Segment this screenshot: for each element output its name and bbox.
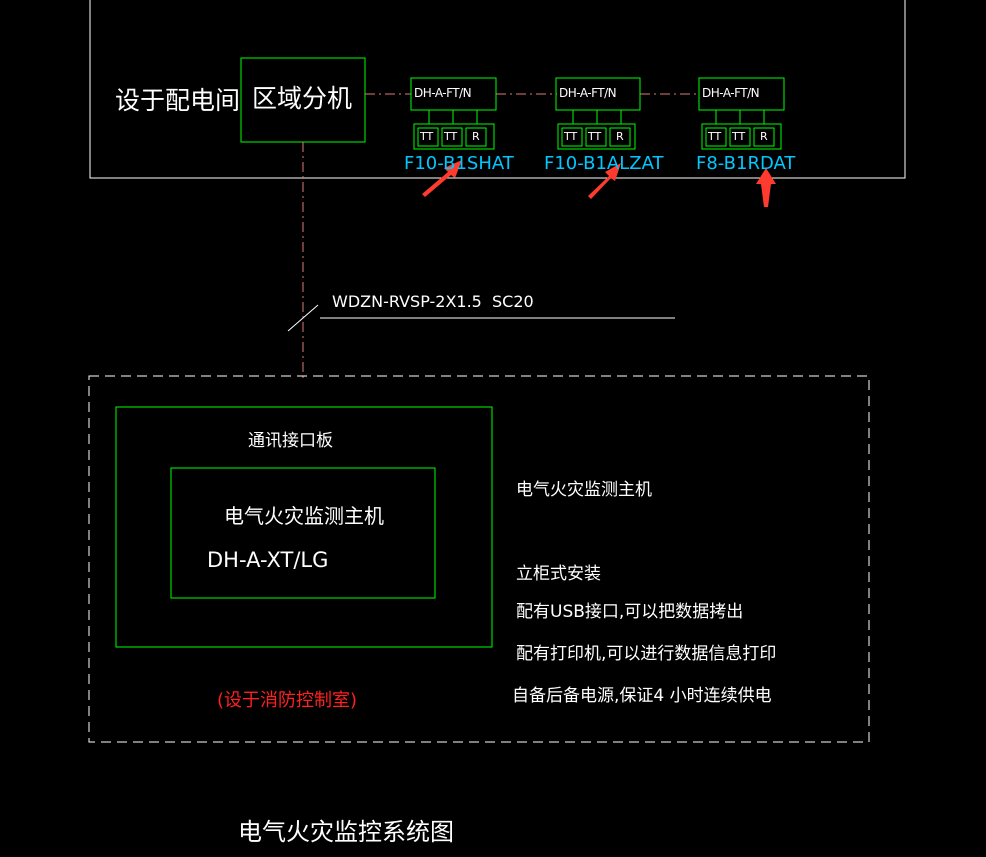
detector-3-tag: F8-B1RDAT <box>696 153 796 174</box>
power-room-label: 设于配电间 <box>115 86 241 115</box>
notes-item-3: 配有打印机,可以进行数据信息打印 <box>516 644 777 664</box>
host-box <box>170 467 436 599</box>
detector-1-port-2: TT <box>444 130 458 143</box>
annotation-arrows <box>422 160 776 207</box>
detector-2-port-1: TT <box>564 130 578 143</box>
detector-1 <box>410 77 497 150</box>
detector-3 <box>698 77 785 150</box>
cable-label: WDZN-RVSP-2X1.5 SC20 <box>332 292 534 311</box>
notes-title: 电气火灾监测主机 <box>516 480 652 500</box>
detector-1-port-3: R <box>472 130 480 143</box>
notes-item-2: 配有USB接口,可以把数据拷出 <box>516 602 744 622</box>
detector-3-port-2: TT <box>732 130 746 143</box>
detector-2-tag: F10-B1ALZAT <box>544 153 664 174</box>
detector-1-model: DH-A-FT/N <box>414 86 472 100</box>
arrow-1-icon <box>422 160 462 197</box>
detector-2-model: DH-A-FT/N <box>559 86 617 100</box>
diagram-title: 电气火灾监控系统图 <box>238 818 454 846</box>
detector-1-tag: F10-B1SHAT <box>404 153 514 174</box>
power-room-frame <box>89 0 906 179</box>
arrow-3-icon <box>756 168 776 207</box>
detector-1-port-1: TT <box>420 130 434 143</box>
area-unit-label: 区域分机 <box>252 84 353 113</box>
host-model: DH-A-XT/LG <box>207 548 329 572</box>
interface-board-label: 通讯接口板 <box>248 431 333 451</box>
detector-2 <box>555 77 641 150</box>
detector-2-port-3: R <box>616 130 624 143</box>
detector-2-port-2: TT <box>588 130 602 143</box>
detector-3-model: DH-A-FT/N <box>702 86 760 100</box>
interface-board-box <box>115 406 493 648</box>
detector-3-port-1: TT <box>708 130 722 143</box>
notes-item-1: 立柜式安装 <box>516 564 601 584</box>
notes-item-4: 自备后备电源,保证4 小时连续供电 <box>512 686 772 706</box>
host-location: (设于消防控制室) <box>217 690 358 711</box>
arrow-2-icon <box>588 163 621 199</box>
detector-3-port-3: R <box>760 130 768 143</box>
control-room-frame <box>88 375 870 743</box>
bus-links <box>302 93 699 378</box>
host-name: 电气火灾监测主机 <box>224 504 384 528</box>
cable-tick <box>287 304 319 332</box>
